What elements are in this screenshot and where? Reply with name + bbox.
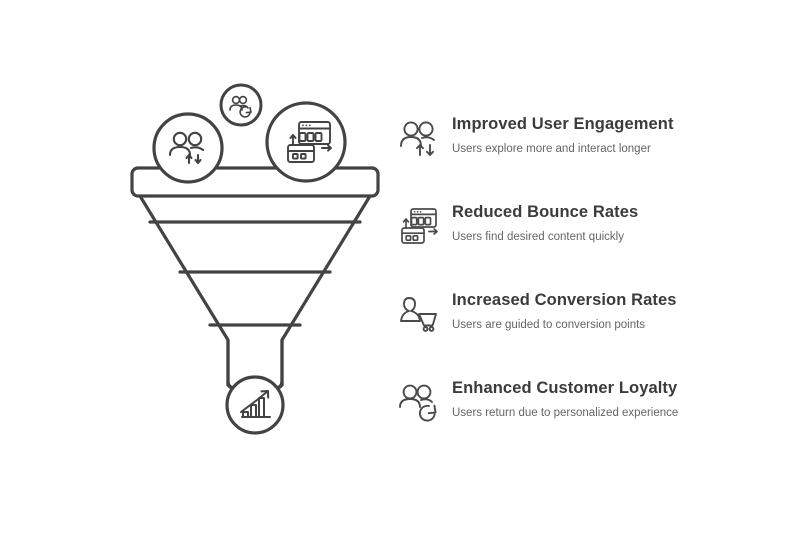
funnel-icon-engagement xyxy=(152,112,224,184)
benefit-item-conversion[interactable]: Increased Conversion Rates Users are gui… xyxy=(396,288,788,376)
funnel-left-wall xyxy=(138,194,230,387)
benefit-text-block: Enhanced Customer Loyalty Users return d… xyxy=(442,376,678,421)
benefit-title: Reduced Bounce Rates xyxy=(452,203,639,221)
benefit-subtitle: Users explore more and interact longer xyxy=(452,143,651,155)
benefit-item-bounce[interactable]: Reduced Bounce Rates Users find desired … xyxy=(396,200,788,288)
benefit-title: Enhanced Customer Loyalty xyxy=(452,379,678,397)
browser-windows-arrow-icon xyxy=(287,121,332,163)
benefit-title: Improved User Engagement xyxy=(452,115,674,133)
growth-bar-chart-icon xyxy=(240,390,271,418)
benefit-item-engagement[interactable]: Improved User Engagement Users explore m… xyxy=(396,112,788,200)
funnel-right-wall xyxy=(280,194,372,387)
users-refresh-icon xyxy=(396,380,442,426)
benefit-subtitle: Users find desired content quickly xyxy=(452,231,624,243)
users-updown-icon xyxy=(396,116,442,162)
conversion-funnel-diagram xyxy=(110,60,400,460)
funnel-icon-loyalty xyxy=(219,83,263,127)
benefit-text-block: Improved User Engagement Users explore m… xyxy=(442,112,674,157)
benefit-text-block: Reduced Bounce Rates Users find desired … xyxy=(442,200,638,245)
funnel-svg xyxy=(130,83,380,435)
benefit-text-block: Increased Conversion Rates Users are gui… xyxy=(442,288,677,333)
benefits-list: Improved User Engagement Users explore m… xyxy=(396,112,788,464)
person-cart-icon xyxy=(396,292,442,338)
benefit-subtitle: Users return due to personalized experie… xyxy=(452,407,679,419)
benefit-subtitle: Users are guided to conversion points xyxy=(452,319,646,331)
benefit-title: Increased Conversion Rates xyxy=(452,291,677,309)
funnel-icon-bounce xyxy=(265,101,347,183)
funnel-rim xyxy=(130,166,380,198)
users-refresh-icon xyxy=(229,95,252,118)
users-updown-icon xyxy=(168,131,205,165)
browser-windows-arrow-icon xyxy=(396,204,442,250)
benefit-item-loyalty[interactable]: Enhanced Customer Loyalty Users return d… xyxy=(396,376,788,464)
funnel-icon-growth xyxy=(225,375,285,435)
